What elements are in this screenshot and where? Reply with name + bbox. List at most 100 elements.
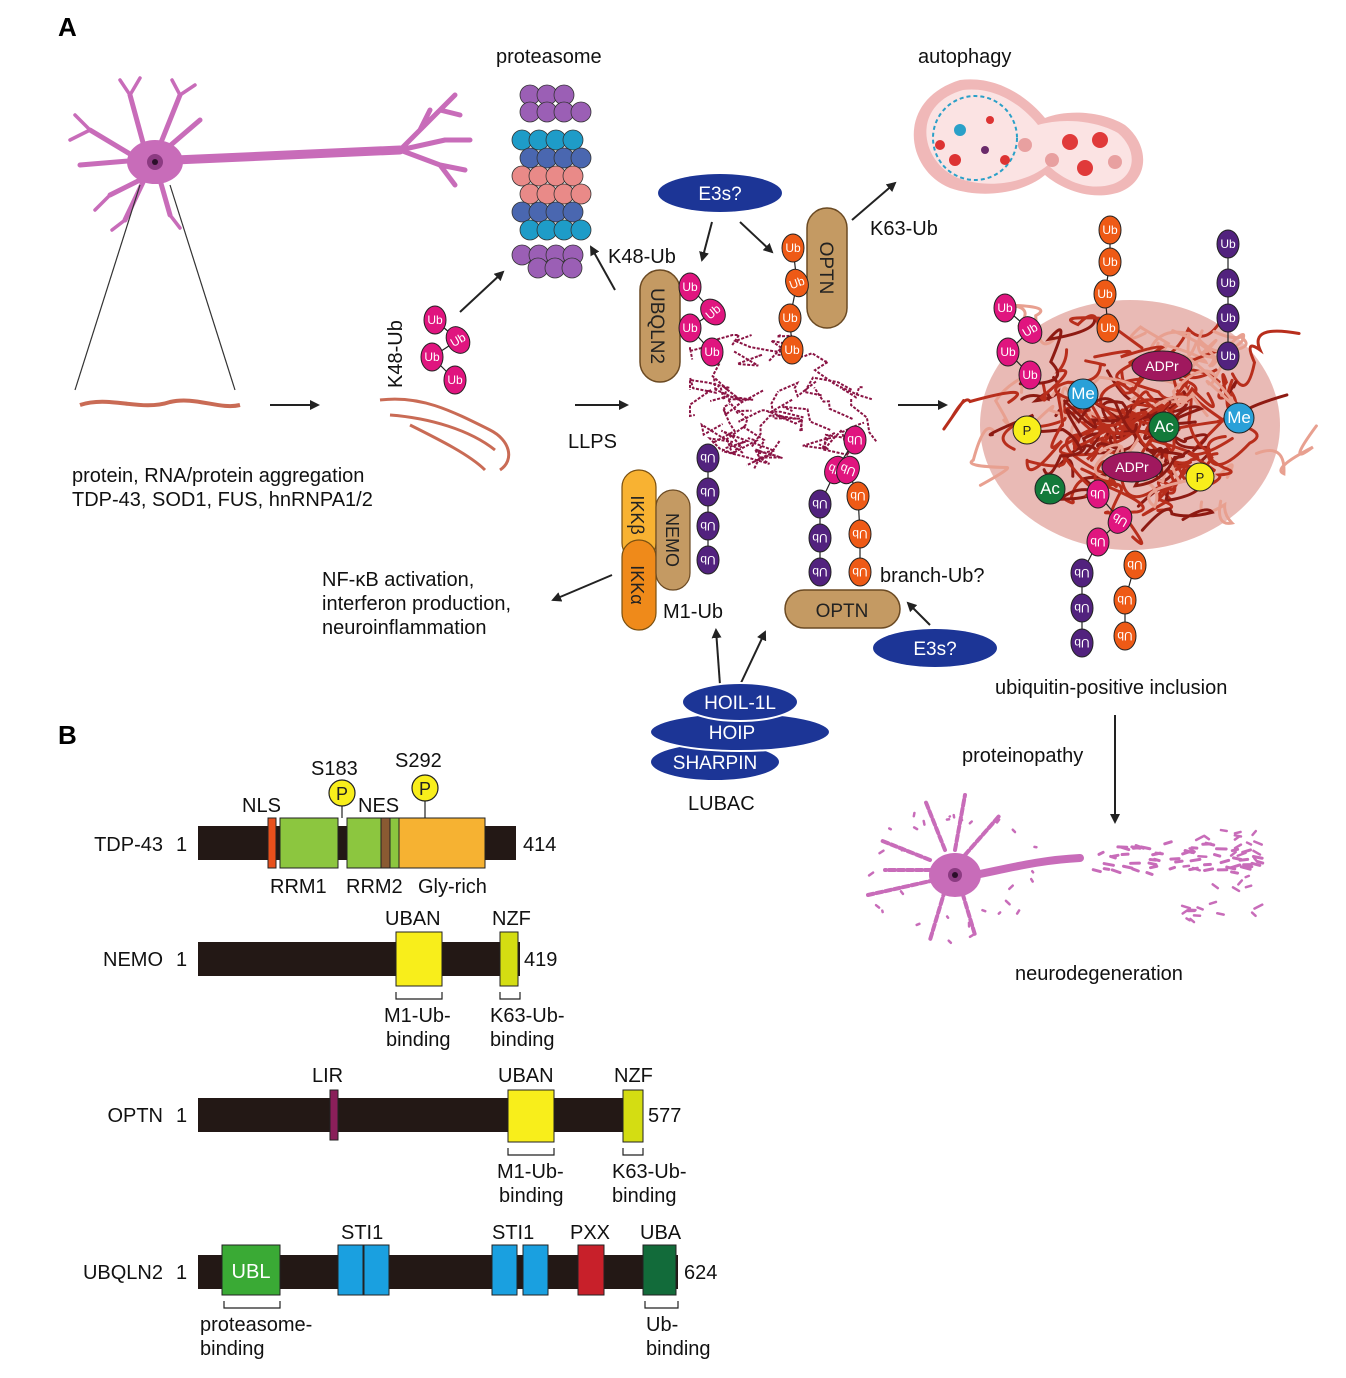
optn-k63-binding-2: binding [612, 1185, 677, 1207]
ub-bead: Ub [781, 233, 805, 263]
ub-bead: Ub [846, 481, 870, 511]
tdp43-nls [267, 817, 277, 869]
s183-phospho-icon [328, 779, 356, 807]
neurodegeneration-label: neurodegeneration [1015, 963, 1183, 985]
ubqln2-sti1a-1 [337, 1244, 364, 1296]
ub-bead-label: Ub [1117, 629, 1133, 643]
ub-bead: Ub [785, 268, 809, 298]
nes-label: NES [358, 795, 399, 817]
ub-bead: Ub [700, 298, 726, 326]
sharpin-label: SHARPIN [673, 753, 757, 774]
proteinopathy-label: proteinopathy [962, 745, 1083, 767]
uba-label: UBA [640, 1222, 682, 1244]
ub-bead-label: Ub [447, 373, 463, 387]
ub-bead: Ub [1017, 316, 1043, 344]
optn-bottom-capsule [784, 589, 901, 629]
optn-nzf-label: NZF [614, 1065, 653, 1087]
tdp43-start: 1 [176, 834, 187, 856]
ub-bead: Ub [445, 326, 471, 354]
degenerating-neuron-illustration [866, 793, 1265, 945]
nemo-domain-map: NEMO 1 UBAN NZF 419 M1-Ub- binding K63-U… [103, 908, 564, 1051]
gly-rich-label: Gly-rich [418, 876, 487, 898]
ub-bead-label: Ub [812, 497, 828, 511]
ub-bead-label: Ub [700, 553, 716, 567]
ubqln2-sti1b-2 [522, 1244, 549, 1296]
svg-text:Me: Me [1227, 408, 1251, 427]
methyl-marker: Me [1067, 378, 1099, 410]
ub-bead-label: Ub [847, 433, 863, 447]
phospho-marker: P [1185, 462, 1215, 492]
ub-bead: Ub [1216, 268, 1240, 298]
ub-bead-label: Ub [682, 321, 698, 335]
e3s-top-ellipse [658, 174, 782, 212]
ub-bead-label: Ub [1220, 237, 1236, 251]
autophagosome-illustration [913, 79, 1144, 196]
ubqln2-start: 1 [176, 1262, 187, 1284]
nls-label: NLS [242, 795, 281, 817]
ub-bead-label: Ub [1074, 636, 1090, 650]
nemo-m1-binding-2: binding [386, 1029, 451, 1051]
optn-lir-label: LIR [312, 1065, 343, 1087]
inclusion-label: ubiquitin-positive inclusion [995, 677, 1227, 699]
adpr-marker: ADPr [1131, 350, 1193, 382]
ubqln2-sti1b-1 [491, 1244, 518, 1296]
aggregation-text-2: TDP-43, SOD1, FUS, hnRNPA1/2 [72, 489, 373, 511]
branch-ub-label: branch-Ub? [880, 565, 985, 587]
ub-bead-label: Ub [700, 485, 716, 499]
ub-bead: Ub [1070, 593, 1094, 623]
ub-bead-label: Ub [1220, 276, 1236, 290]
adpr-marker: ADPr [1101, 451, 1163, 483]
tdp43-domain-map: TDP-43 1 P P S183 S292 NLS NES 414 RRM1 … [94, 750, 556, 898]
hoip-label: HOIP [709, 723, 755, 744]
ubqln2-name: UBQLN2 [83, 1262, 163, 1284]
ubqln2-ubl [221, 1244, 281, 1296]
svg-text:Me: Me [1071, 384, 1095, 403]
svg-text:ADPr: ADPr [1115, 459, 1149, 475]
ub-bead-label: Ub [1117, 593, 1133, 607]
ikka-label: IKKα [627, 565, 647, 604]
arrow-e3-branch [906, 601, 931, 626]
nfkb-text-3: neuroinflammation [322, 617, 487, 639]
zoom-line-right [169, 184, 236, 391]
ub-bead-label: Ub [787, 274, 807, 293]
ub-bead: Ub [808, 557, 832, 587]
s292-phospho-icon [411, 774, 439, 802]
tdp43-rrm2-end [389, 817, 400, 869]
arrow-e3-k48 [699, 221, 713, 262]
ub-bead-label: Ub [1090, 487, 1106, 501]
optn-uban [507, 1089, 555, 1143]
arrow-to-autophagy [851, 181, 897, 221]
nemo-backbone [198, 942, 520, 976]
optn-top-capsule [806, 207, 848, 329]
nemo-name: NEMO [103, 949, 163, 971]
e3s-bottom-label: E3s? [913, 639, 956, 660]
panel-b-label: B [58, 720, 77, 750]
arrow-e3-k63 [739, 221, 774, 254]
nemo-m1-binding-1: M1-Ub- [384, 1005, 451, 1027]
ub-bead-label: Ub [700, 451, 716, 465]
ub-bead: Ub [678, 272, 702, 302]
ub-bead-label: Ub [850, 489, 866, 503]
ub-bead-label: Ub [700, 519, 716, 533]
svg-text:Ac: Ac [1040, 479, 1060, 498]
ub-bead-label: Ub [448, 330, 469, 350]
svg-text:Ac: Ac [1154, 417, 1174, 436]
ub-bead: Ub [808, 523, 832, 553]
e3s-top-label: E3s? [698, 184, 741, 205]
ub-bead: Ub [843, 425, 867, 455]
ub-bead-label: Ub [424, 350, 440, 364]
nemo-capsule-label: NEMO [662, 513, 682, 567]
s183-label: S183 [311, 758, 358, 780]
ub-bead: Ub [848, 519, 872, 549]
ub-bead-label: Ub [1220, 311, 1236, 325]
optn-bottom-label: OPTN [816, 601, 869, 622]
nfkb-text-2: interferon production, [322, 593, 511, 615]
nemo-capsule [655, 489, 691, 591]
optn-m1-binding-1: M1-Ub- [497, 1161, 564, 1183]
k48-ub-label-top: K48-Ub [608, 246, 676, 268]
s292-p: P [419, 779, 431, 799]
ub-bead: Ub [1070, 558, 1094, 588]
